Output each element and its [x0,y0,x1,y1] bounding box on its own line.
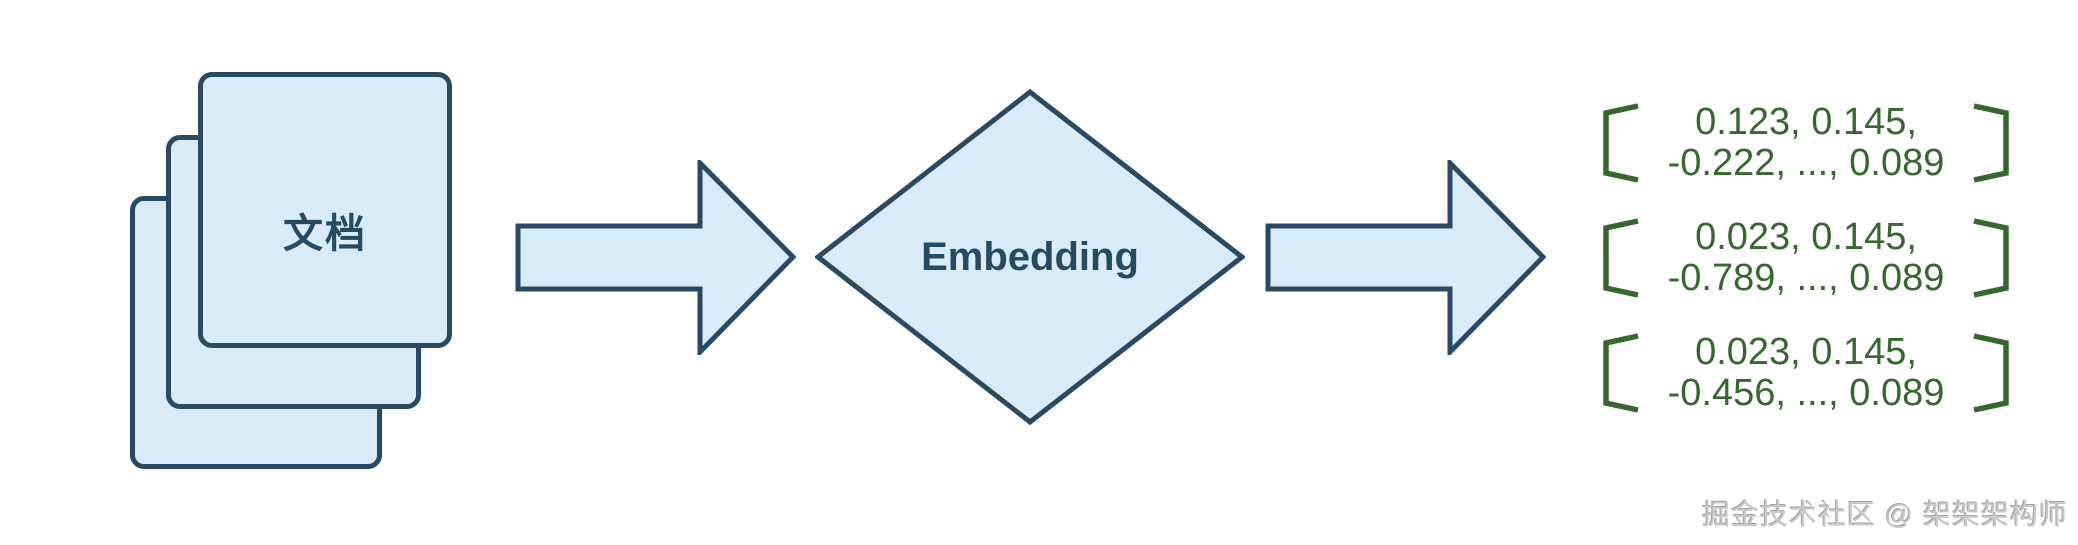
right-bracket-icon [1973,333,2009,413]
left-bracket-icon [1603,103,1639,183]
right-bracket-icon [1973,218,2009,298]
diamond-shape [815,89,1245,425]
vector-row: 0.023, 0.145, -0.456, ..., 0.089 [1596,332,2016,414]
arrow-right-icon [1265,160,1546,355]
vector-line-1: 0.123, 0.145, [1695,101,1917,143]
document-label: 文档 [283,212,367,256]
vector-values: 0.023, 0.145, -0.456, ..., 0.089 [1642,332,1970,414]
left-bracket-icon [1603,218,1639,298]
embedding-process-node: Embedding [815,89,1245,425]
vector-line-2: -0.456, ..., 0.089 [1667,372,1945,414]
right-bracket-icon [1973,103,2009,183]
vector-line-2: -0.789, ..., 0.089 [1667,257,1945,299]
vector-line-2: -0.222, ..., 0.089 [1667,142,1945,184]
embedding-label: Embedding [921,234,1139,279]
left-bracket-icon [1603,333,1639,413]
watermark: 掘金技术社区 @ 架架架构师 [1702,499,2068,530]
vector-values: 0.023, 0.145, -0.789, ..., 0.089 [1642,217,1970,299]
vector-output-list: 0.123, 0.145, -0.222, ..., 0.089 0.023, … [1596,102,2016,414]
arrow-right-icon [515,160,796,355]
document-card-front: 文档 [198,72,452,348]
vector-values: 0.123, 0.145, -0.222, ..., 0.089 [1642,102,1970,184]
vector-row: 0.123, 0.145, -0.222, ..., 0.089 [1596,102,2016,184]
vector-row: 0.023, 0.145, -0.789, ..., 0.089 [1596,217,2016,299]
vector-line-1: 0.023, 0.145, [1695,331,1917,373]
vector-line-1: 0.023, 0.145, [1695,216,1917,258]
